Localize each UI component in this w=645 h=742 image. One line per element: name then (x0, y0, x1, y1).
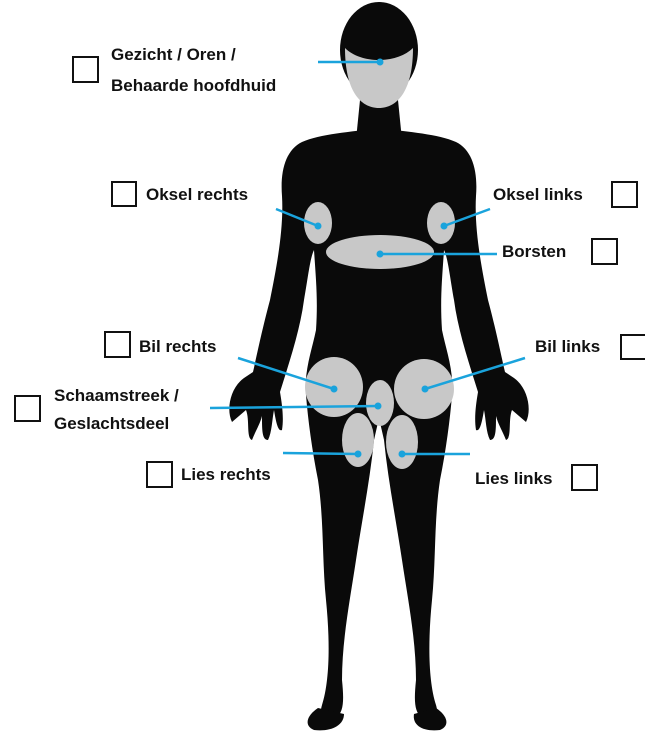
dot-groin-left (399, 451, 406, 458)
checkbox-breasts[interactable] (591, 238, 618, 265)
checkbox-groin-right[interactable] (146, 461, 173, 488)
label-pubic-line2: Geslachtsdeel (54, 413, 169, 435)
dot-breasts (377, 251, 384, 258)
checkbox-armpit-right[interactable] (111, 181, 137, 207)
checkbox-buttock-left[interactable] (620, 334, 645, 360)
dot-buttock-left (422, 386, 429, 393)
label-buttock-right: Bil rechts (139, 336, 216, 358)
label-armpit-left: Oksel links (493, 184, 583, 206)
leader-groin-right (283, 453, 358, 454)
label-breasts: Borsten (502, 241, 566, 263)
dot-pubic (375, 403, 382, 410)
dot-face (377, 59, 384, 66)
label-face-line2: Behaarde hoofdhuid (111, 75, 276, 97)
checkbox-armpit-left[interactable] (611, 181, 638, 208)
label-face-line1: Gezicht / Oren / (111, 44, 236, 66)
head (340, 2, 418, 108)
label-pubic-line1: Schaamstreek / (54, 385, 179, 407)
checkbox-pubic[interactable] (14, 395, 41, 422)
dot-armpit-left (441, 223, 448, 230)
label-groin-left: Lies links (475, 468, 552, 490)
label-buttock-left: Bil links (535, 336, 600, 358)
checkbox-groin-left[interactable] (571, 464, 598, 491)
groin-left-region (386, 415, 418, 469)
checkbox-face[interactable] (72, 56, 99, 83)
checkbox-buttock-right[interactable] (104, 331, 131, 358)
dot-groin-right (355, 451, 362, 458)
label-groin-right: Lies rechts (181, 464, 271, 486)
groin-right-region (342, 413, 374, 467)
label-armpit-right: Oksel rechts (146, 184, 248, 206)
pubic-region (366, 380, 394, 426)
dot-buttock-right (331, 386, 338, 393)
dot-armpit-right (315, 223, 322, 230)
